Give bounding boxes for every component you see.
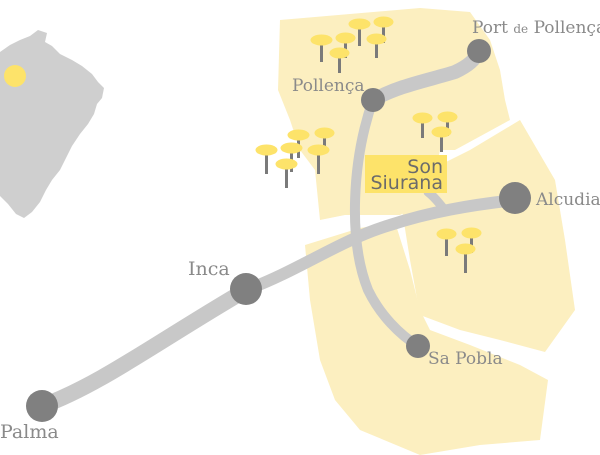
olive-tree-icon — [431, 126, 452, 152]
estate-area-north — [278, 8, 510, 220]
olive-tree-icon — [366, 33, 387, 58]
olive-tree-icon — [275, 158, 298, 188]
estate-highlight — [365, 155, 447, 193]
label-inca: Inca — [188, 258, 230, 280]
town-marker-icon[interactable] — [26, 390, 58, 422]
road-pollenca-sapobla — [349, 95, 423, 351]
island-locator-icon — [0, 30, 104, 218]
estate-name-line1: Son — [407, 156, 443, 178]
label-palma: Palma — [0, 421, 59, 443]
olive-tree-icon — [307, 144, 330, 174]
road-siurana-link — [423, 187, 450, 215]
road-inca-alcudia — [240, 194, 521, 296]
road-palma-inca — [34, 282, 254, 414]
olive-tree-icon — [310, 34, 333, 62]
olive-tree-icon — [255, 144, 278, 174]
olive-tree-icon — [436, 228, 457, 256]
olive-grove-east — [436, 227, 482, 273]
olive-tree-icon — [412, 112, 433, 138]
estate-son-siurana[interactable]: Son Siurana — [365, 155, 447, 194]
olive-tree-icon — [461, 227, 482, 253]
olive-tree-icon — [455, 243, 476, 273]
olive-grove-west — [255, 127, 335, 188]
town-markers — [26, 39, 531, 422]
olive-grove-north — [310, 16, 394, 73]
town-marker-icon[interactable] — [361, 88, 385, 112]
town-marker-icon[interactable] — [406, 334, 430, 358]
town-marker-icon[interactable] — [467, 39, 491, 63]
town-marker-icon[interactable] — [499, 182, 531, 214]
town-marker-icon[interactable] — [230, 273, 262, 305]
label-pollenca: Pollença — [292, 76, 365, 96]
label-alcudia: Alcudia — [535, 190, 600, 210]
olive-tree-icon — [373, 16, 394, 43]
olive-grove-center — [412, 111, 458, 152]
olive-tree-icon — [348, 18, 371, 46]
roads — [34, 44, 521, 414]
olive-tree-icon — [329, 47, 350, 73]
estate-name-line2: Siurana — [370, 172, 443, 194]
olive-tree-icon — [314, 127, 335, 154]
olive-tree-icon — [437, 111, 458, 136]
label-port-de-pollenca: Port de Pollença — [472, 18, 600, 38]
location-marker — [4, 65, 26, 87]
island-outline — [0, 30, 104, 218]
label-sa-pobla: Sa Pobla — [428, 349, 503, 369]
